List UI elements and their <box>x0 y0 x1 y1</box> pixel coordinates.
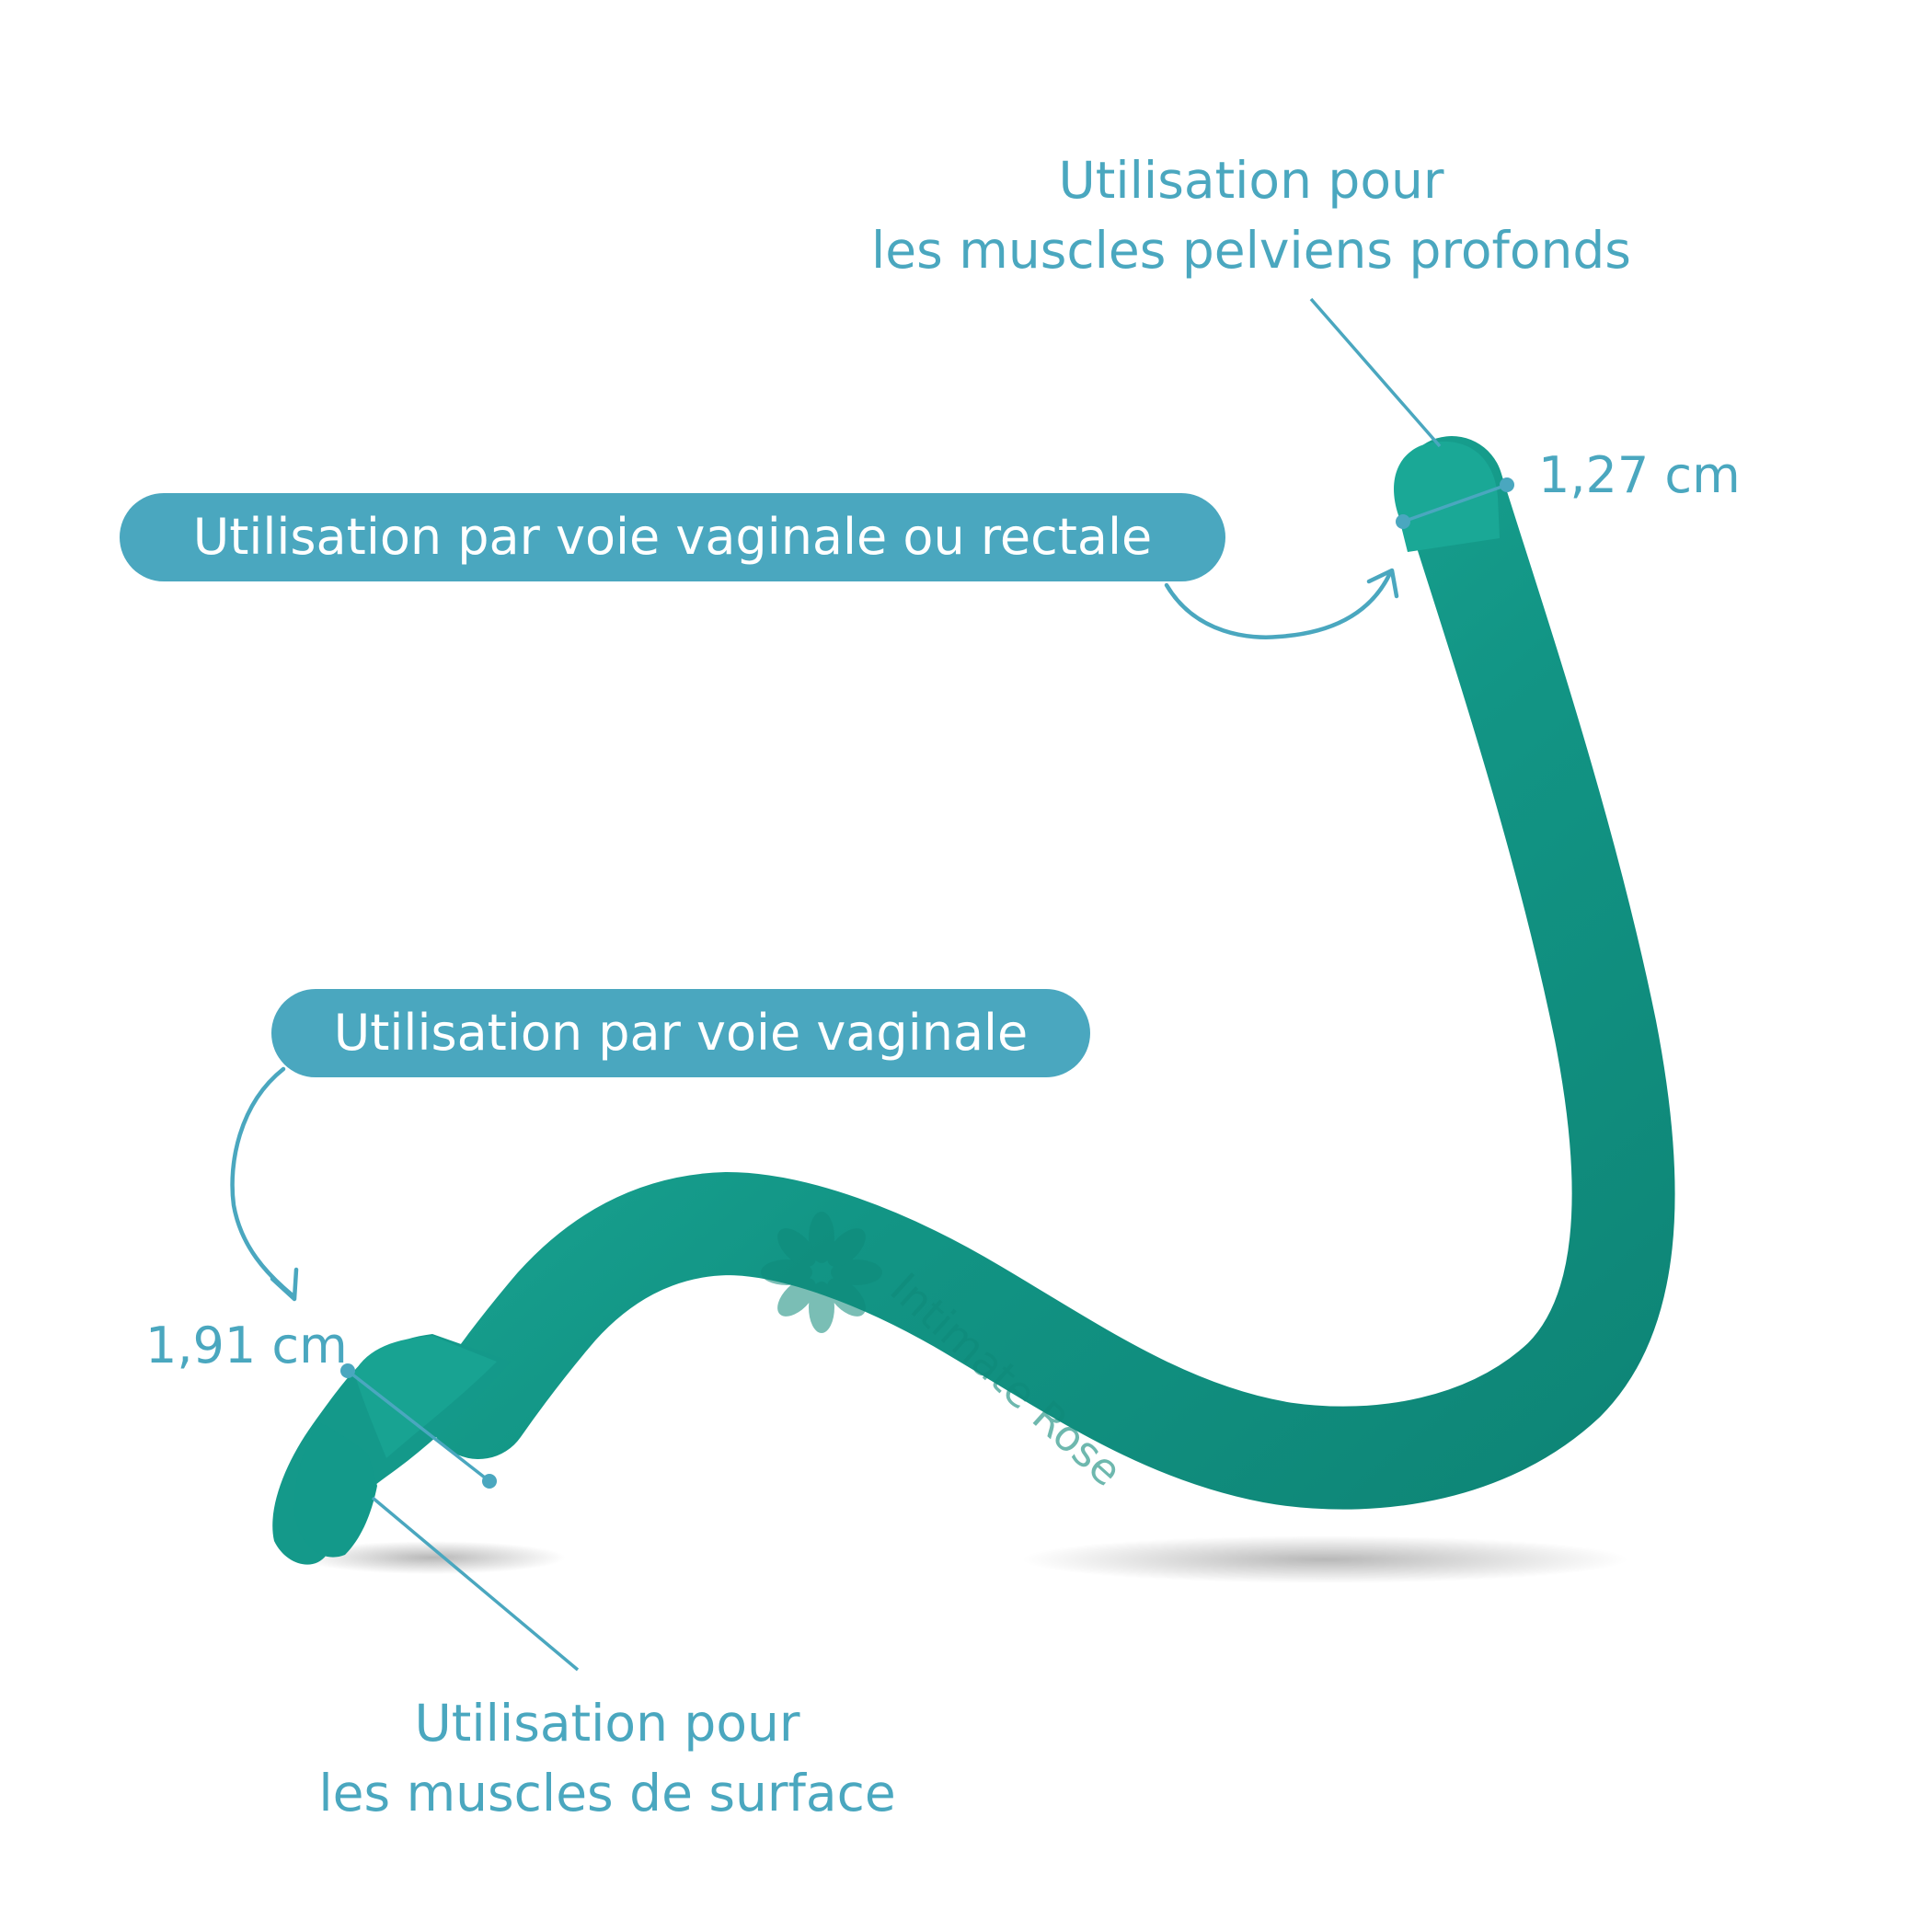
deep-muscles-line1: Utilisation pour <box>1058 151 1444 210</box>
deep-muscles-caption: Utilisation pour les muscles pelviens pr… <box>810 145 1693 285</box>
wand-tube <box>427 436 1675 1510</box>
diameter-line-narrow <box>1402 483 1508 523</box>
diameter-dot-wide-bottom <box>482 1474 497 1489</box>
narrow-tip <box>1394 441 1500 552</box>
deep-muscles-line2: les muscles pelviens profonds <box>871 221 1631 280</box>
usage-vaginal-rectal-pill: Utilisation par voie vaginale ou rectale <box>120 493 1225 581</box>
arrowhead-rectal <box>1366 568 1399 599</box>
diameter-dot-narrow-left <box>1396 514 1410 529</box>
diameter-line-wide <box>346 1369 491 1483</box>
arrow-curve-vaginal <box>230 1066 295 1298</box>
diameter-dot-narrow-right <box>1500 477 1514 492</box>
surface-muscles-caption: Utilisation pour les muscles de surface <box>258 1688 957 1828</box>
wide-bulb-cone <box>354 1336 497 1458</box>
diameter-dot-wide-top <box>340 1363 355 1378</box>
narrow-diameter-label: 1,27 cm <box>1538 446 1741 504</box>
surface-muscles-line1: Utilisation pour <box>414 1694 800 1753</box>
wide-bulb-tip <box>293 1421 377 1558</box>
wide-diameter-label: 1,91 cm <box>145 1317 348 1374</box>
usage-vaginal-pill: Utilisation par voie vaginale <box>271 989 1090 1077</box>
floor-shadow-right <box>1021 1535 1628 1583</box>
flower-icon <box>761 1212 882 1333</box>
leader-line-surface <box>371 1496 580 1672</box>
arrowhead-vaginal <box>270 1267 299 1302</box>
floor-shadow-left <box>299 1541 566 1574</box>
leader-line-deep <box>1309 297 1442 448</box>
arrow-curve-rectal <box>1164 572 1392 639</box>
surface-muscles-line2: les muscles de surface <box>318 1764 896 1823</box>
